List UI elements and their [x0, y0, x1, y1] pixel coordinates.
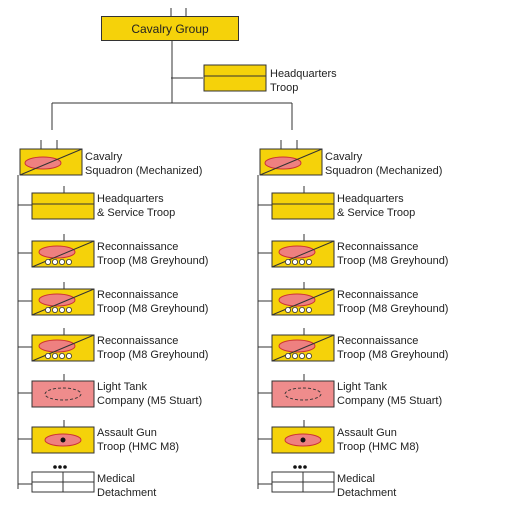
cavalry-group-box: Cavalry Group: [101, 16, 239, 41]
unit-right-6-line2: Detachment: [337, 487, 397, 499]
unit-symbol-left-3: [31, 334, 95, 362]
unit-right-0-line2: & Service Troop: [337, 207, 416, 219]
unit-left-6-line2: Detachment: [97, 487, 157, 499]
unit-symbol-right-3: [271, 334, 335, 362]
cavalry-group-title: Cavalry Group: [131, 21, 209, 36]
unit-left-1-line1: Reconnaissance: [97, 241, 179, 253]
unit-right-2-line2: Troop (M8 Greyhound): [337, 303, 449, 315]
squadron-symbol-right: [259, 148, 323, 176]
squadron-symbol-left: [19, 148, 83, 176]
unit-symbol-right-6: [271, 465, 335, 493]
unit-left-2-line2: Troop (M8 Greyhound): [97, 303, 209, 315]
unit-right-6-line1: Medical: [337, 473, 375, 485]
squadron-right-line1: Cavalry: [325, 151, 363, 163]
unit-symbol-left-6: [31, 465, 95, 493]
headquarters-troop-symbol: [203, 64, 267, 92]
headquarters-troop-line2: Troop: [270, 82, 299, 94]
unit-symbol-right-0: [271, 192, 335, 220]
unit-left-3-line2: Troop (M8 Greyhound): [97, 349, 209, 361]
unit-left-4-line2: Company (M5 Stuart): [97, 395, 203, 407]
unit-left-5-line2: Troop (HMC M8): [97, 441, 180, 453]
unit-left-1-line2: Troop (M8 Greyhound): [97, 255, 209, 267]
headquarters-troop-line1: Headquarters: [270, 68, 337, 80]
unit-right-5-line2: Troop (HMC M8): [337, 441, 420, 453]
unit-right-0-line1: Headquarters: [337, 193, 404, 205]
unit-right-1-line1: Reconnaissance: [337, 241, 419, 253]
unit-right-4-line1: Light Tank: [337, 381, 387, 393]
unit-right-3-line2: Troop (M8 Greyhound): [337, 349, 449, 361]
unit-left-0-line1: Headquarters: [97, 193, 164, 205]
unit-left-2-line1: Reconnaissance: [97, 289, 179, 301]
squadron-right-line2: Squadron (Mechanized): [325, 165, 443, 177]
unit-symbol-right-2: [271, 288, 335, 316]
unit-symbol-left-1: [31, 240, 95, 268]
unit-symbol-left-2: [31, 288, 95, 316]
unit-left-0-line2: & Service Troop: [97, 207, 176, 219]
unit-symbol-left-5: [31, 426, 95, 454]
unit-left-4-line1: Light Tank: [97, 381, 147, 393]
unit-left-6-line1: Medical: [97, 473, 135, 485]
unit-right-0-label: Headquarters & Service Troop: [337, 192, 415, 220]
unit-right-3-line1: Reconnaissance: [337, 335, 419, 347]
unit-left-3-line1: Reconnaissance: [97, 335, 179, 347]
unit-right-5-line1: Assault Gun: [337, 427, 397, 439]
unit-symbol-left-4: [31, 380, 95, 408]
unit-symbol-right-1: [271, 240, 335, 268]
unit-left-5-line1: Assault Gun: [97, 427, 157, 439]
squadron-left-line2: Squadron (Mechanized): [85, 165, 203, 177]
squadron-left-line1: Cavalry: [85, 151, 123, 163]
unit-symbol-right-5: [271, 426, 335, 454]
unit-left-0-label: Headquarters & Service Troop: [97, 192, 175, 220]
unit-right-2-line1: Reconnaissance: [337, 289, 419, 301]
headquarters-troop-label: Headquarters Troop: [270, 67, 337, 95]
unit-symbol-left-0: [31, 192, 95, 220]
unit-right-4-line2: Company (M5 Stuart): [337, 395, 443, 407]
unit-right-1-line2: Troop (M8 Greyhound): [337, 255, 449, 267]
unit-symbol-right-4: [271, 380, 335, 408]
